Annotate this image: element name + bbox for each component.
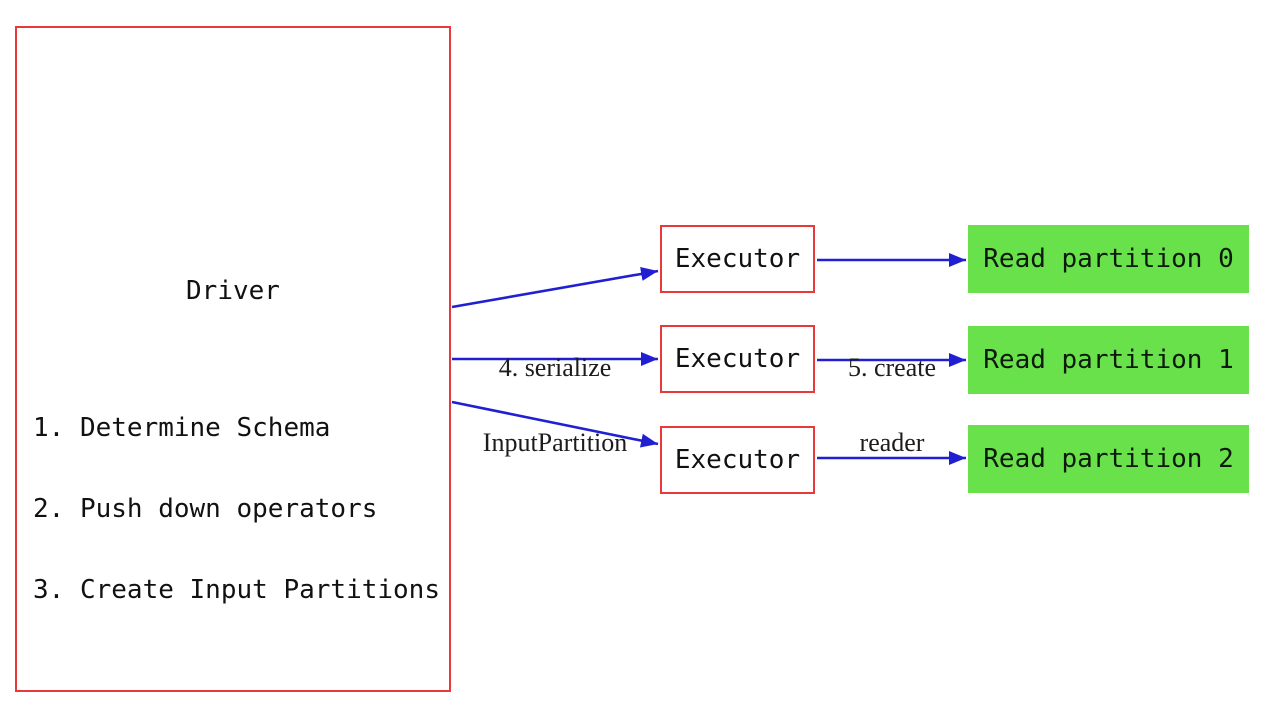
edge-label-serialize-inputpartition: 4. serialize InputPartition — [455, 305, 655, 505]
partition-box-1: Read partition 1 — [968, 326, 1249, 394]
driver-step-create-input-partitions: 3. Create Input Partitions — [33, 575, 440, 605]
executor-box-2: Executor — [660, 426, 815, 494]
driver-title: Driver — [186, 276, 280, 306]
edge-label-line: 5. create — [847, 353, 937, 382]
driver-box: Driver 1. Determine Schema 2. Push down … — [15, 26, 451, 692]
executor-label: Executor — [674, 445, 801, 475]
partition-label: Read partition 1 — [983, 345, 1234, 375]
partition-label: Read partition 2 — [983, 444, 1234, 474]
driver-step-determine-schema: 1. Determine Schema — [33, 413, 331, 443]
partition-box-0: Read partition 0 — [968, 225, 1249, 293]
executor-label: Executor — [674, 244, 801, 274]
edge-label-line: reader — [859, 428, 925, 457]
edge-label-create-reader: 5. create reader — [792, 305, 992, 505]
executor-box-1: Executor — [660, 325, 815, 393]
executor-label: Executor — [674, 344, 801, 374]
partition-label: Read partition 0 — [983, 244, 1234, 274]
executor-box-0: Executor — [660, 225, 815, 293]
driver-steps-list: 1. Determine Schema 2. Push down operato… — [33, 361, 440, 658]
arrow-driver-to-executor-0 — [451, 267, 659, 309]
edge-label-line: InputPartition — [482, 428, 628, 457]
edge-label-line: 4. serialize — [498, 353, 612, 382]
partition-box-2: Read partition 2 — [968, 425, 1249, 493]
driver-step-push-down-operators: 2. Push down operators — [33, 494, 378, 524]
